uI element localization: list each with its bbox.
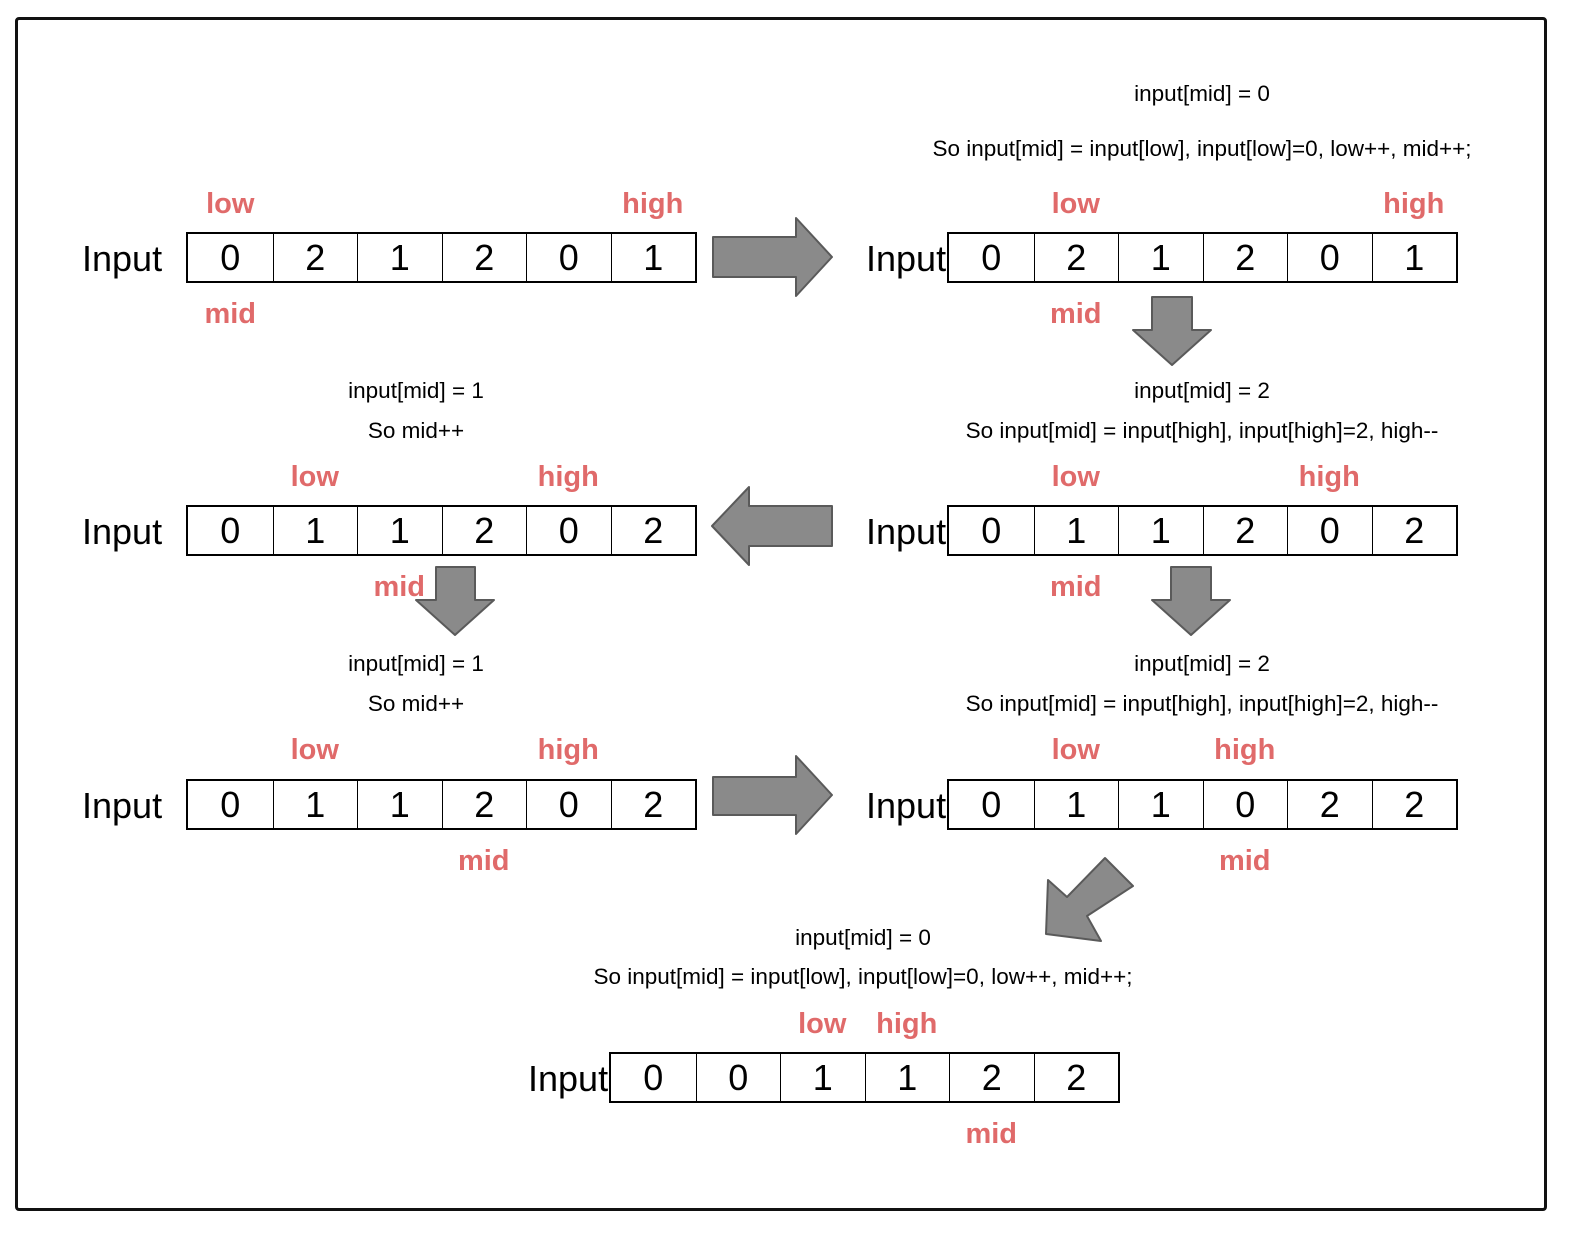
pointer-low: low [1051, 188, 1100, 220]
array-label: Input [866, 511, 947, 552]
array-label: Input [528, 1058, 609, 1099]
pointer-mid: mid [457, 845, 510, 877]
diagram-frame [15, 17, 1547, 1211]
array-cell: 2 [1202, 507, 1288, 554]
array-cell: 1 [272, 781, 358, 828]
array-cell: 0 [526, 234, 611, 281]
pointer-low: low [206, 188, 255, 220]
pointer-high: high [537, 734, 599, 766]
array-cell: 1 [357, 507, 442, 554]
array-cell: 0 [643, 1056, 664, 1098]
step-note: input[mid] = 0 [1134, 81, 1270, 106]
pointer-mid: mid [373, 571, 426, 603]
array-cell: 1 [357, 781, 442, 828]
array-cell: 0 [1287, 234, 1372, 281]
array-label: Input [82, 785, 163, 826]
array-label: Input [866, 238, 947, 279]
array-cell: 2 [441, 507, 527, 554]
array-cell: 0 [220, 236, 241, 278]
array-label: Input [82, 238, 163, 279]
array-cell: 2 [610, 507, 696, 554]
array-cell: 1 [610, 234, 696, 281]
pointer-low: low [1051, 461, 1100, 493]
step-note: So input[mid] = input[low], input[low]=0… [932, 136, 1472, 161]
array-cell: 0 [981, 509, 1002, 551]
array-cell: 0 [695, 1054, 781, 1101]
array-label: Input [82, 511, 163, 552]
pointer-mid: mid [1049, 298, 1102, 330]
array-cell: 1 [272, 507, 358, 554]
array-cell: 0 [1202, 781, 1288, 828]
pointer-high: high [876, 1008, 938, 1040]
array-cell: 1 [1118, 781, 1203, 828]
pointer-mid: mid [965, 1118, 1018, 1150]
array-cell: 2 [272, 234, 358, 281]
array-cell: 0 [526, 507, 611, 554]
array-cell: 2 [1371, 781, 1457, 828]
pointer-low: low [1051, 734, 1100, 766]
array-cell: 0 [220, 783, 241, 825]
array-cell: 2 [1287, 781, 1372, 828]
arrow-right-icon [712, 755, 833, 835]
arrow-down-icon [1132, 296, 1212, 366]
array-cell: 2 [1033, 234, 1119, 281]
pointer-high: high [537, 461, 599, 493]
array-cell: 1 [1033, 507, 1119, 554]
step-note: input[mid] = 0 [795, 925, 931, 950]
array-cell: 1 [1118, 507, 1203, 554]
step-note: So mid++ [367, 418, 465, 443]
step-note: input[mid] = 1 [348, 378, 484, 403]
array-label: Input [866, 785, 947, 826]
array-cell: 2 [441, 781, 527, 828]
step-note: So mid++ [367, 691, 465, 716]
array-cell: 2 [441, 234, 527, 281]
arrow-left-icon [711, 486, 833, 566]
step-note: input[mid] = 2 [1134, 651, 1270, 676]
pointer-mid: mid [204, 298, 257, 330]
pointer-high: high [1214, 734, 1276, 766]
pointer-high: high [1298, 461, 1360, 493]
arrow-down-icon [415, 566, 495, 636]
arrow-down-left-icon [1045, 857, 1134, 942]
arrow-right-icon [712, 217, 833, 297]
step-note: input[mid] = 1 [348, 651, 484, 676]
array-cell: 1 [1118, 234, 1203, 281]
array-cell: 2 [1371, 507, 1457, 554]
array-cell: 0 [981, 783, 1002, 825]
array-cell: 0 [981, 236, 1002, 278]
pointer-mid: mid [1218, 845, 1271, 877]
step-note: input[mid] = 2 [1134, 378, 1270, 403]
arrow-down-icon [1151, 566, 1231, 636]
array-cell: 1 [780, 1054, 865, 1101]
array-cell: 0 [220, 509, 241, 551]
array-cell: 2 [1033, 1054, 1119, 1101]
array-cell: 1 [1371, 234, 1457, 281]
array-cell: 1 [357, 234, 442, 281]
array-cell: 2 [949, 1054, 1034, 1101]
array-cell: 0 [526, 781, 611, 828]
step-note: So input[mid] = input[high], input[high]… [965, 418, 1439, 443]
pointer-high: high [622, 188, 684, 220]
array-cell: 2 [1202, 234, 1288, 281]
pointer-mid: mid [1049, 571, 1102, 603]
pointer-low: low [290, 734, 339, 766]
pointer-low: low [798, 1008, 847, 1040]
array-cell: 2 [610, 781, 696, 828]
step-note: So input[mid] = input[high], input[high]… [965, 691, 1439, 716]
array-cell: 0 [1287, 507, 1372, 554]
array-cell: 1 [1033, 781, 1119, 828]
pointer-low: low [290, 461, 339, 493]
array-cell: 1 [864, 1054, 950, 1101]
pointer-high: high [1383, 188, 1445, 220]
step-note: So input[mid] = input[low], input[low]=0… [593, 964, 1133, 989]
